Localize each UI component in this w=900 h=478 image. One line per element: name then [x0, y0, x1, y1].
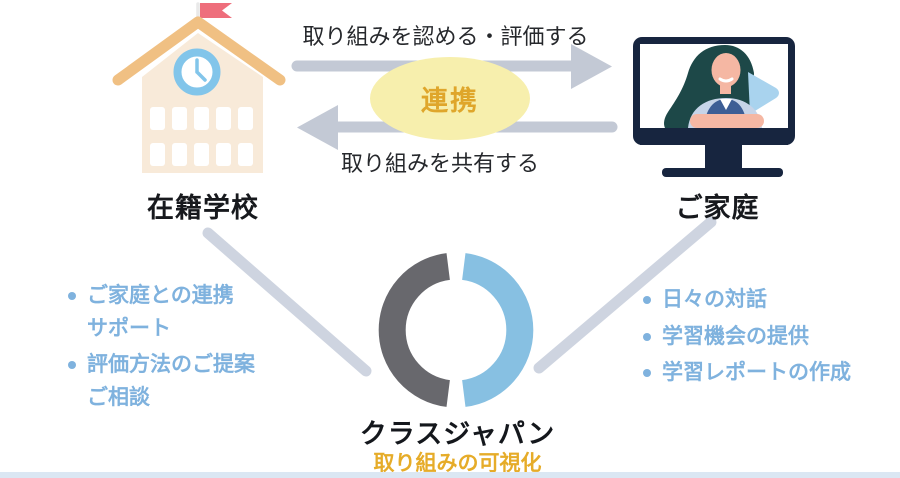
bullet-icon — [643, 332, 651, 341]
person-illustration — [664, 45, 779, 128]
list-item: 学習レポートの作成 — [643, 357, 893, 390]
school-label: 在籍学校 — [147, 193, 259, 223]
school-building-icon — [112, 2, 286, 173]
list-item-text: 学習レポートの作成 — [662, 361, 851, 385]
school-services-list: ご家庭との連携 サポート 評価方法のご提案 ご相談 — [68, 280, 308, 418]
list-item: ご家庭との連携 サポート — [68, 280, 308, 345]
bullet-icon — [643, 369, 651, 378]
connector-home-to-center — [533, 216, 717, 374]
bullet-icon — [68, 292, 76, 300]
home-label: ご家庭 — [675, 193, 760, 223]
classjapan-ring-logo-icon — [378, 253, 534, 407]
center-brand-sublabel: 取り組みの可視化 — [373, 452, 542, 475]
list-item-text: ご家庭との連携 サポート — [87, 284, 234, 340]
list-item: 日々の対話 — [643, 284, 893, 317]
bottom-arrow-caption: 取り組みを共有する — [340, 151, 539, 176]
bullet-icon — [68, 361, 76, 370]
cooperation-badge: 連携 — [370, 57, 530, 140]
monitor-person-icon — [633, 37, 795, 177]
top-arrow-caption: 取り組みを認める・評価する — [302, 24, 589, 49]
clock-icon — [173, 48, 221, 96]
school-windows — [150, 107, 253, 166]
home-services-list: 日々の対話 学習機会の提供 学習レポートの作成 — [643, 284, 893, 394]
bullet-icon — [643, 296, 651, 304]
list-item-text: 日々の対話 — [662, 288, 767, 311]
list-item-text: 評価方法のご提案 ご相談 — [87, 353, 255, 409]
cooperation-badge-label: 連携 — [421, 86, 479, 116]
list-item: 学習機会の提供 — [643, 321, 893, 354]
list-item: 評価方法のご提案 ご相談 — [68, 349, 308, 414]
bottom-accent-strip — [0, 472, 900, 478]
center-brand-label: クラスジャパン — [359, 419, 556, 449]
list-item-text: 学習機会の提供 — [662, 324, 809, 348]
connector-school-to-center — [202, 227, 372, 377]
